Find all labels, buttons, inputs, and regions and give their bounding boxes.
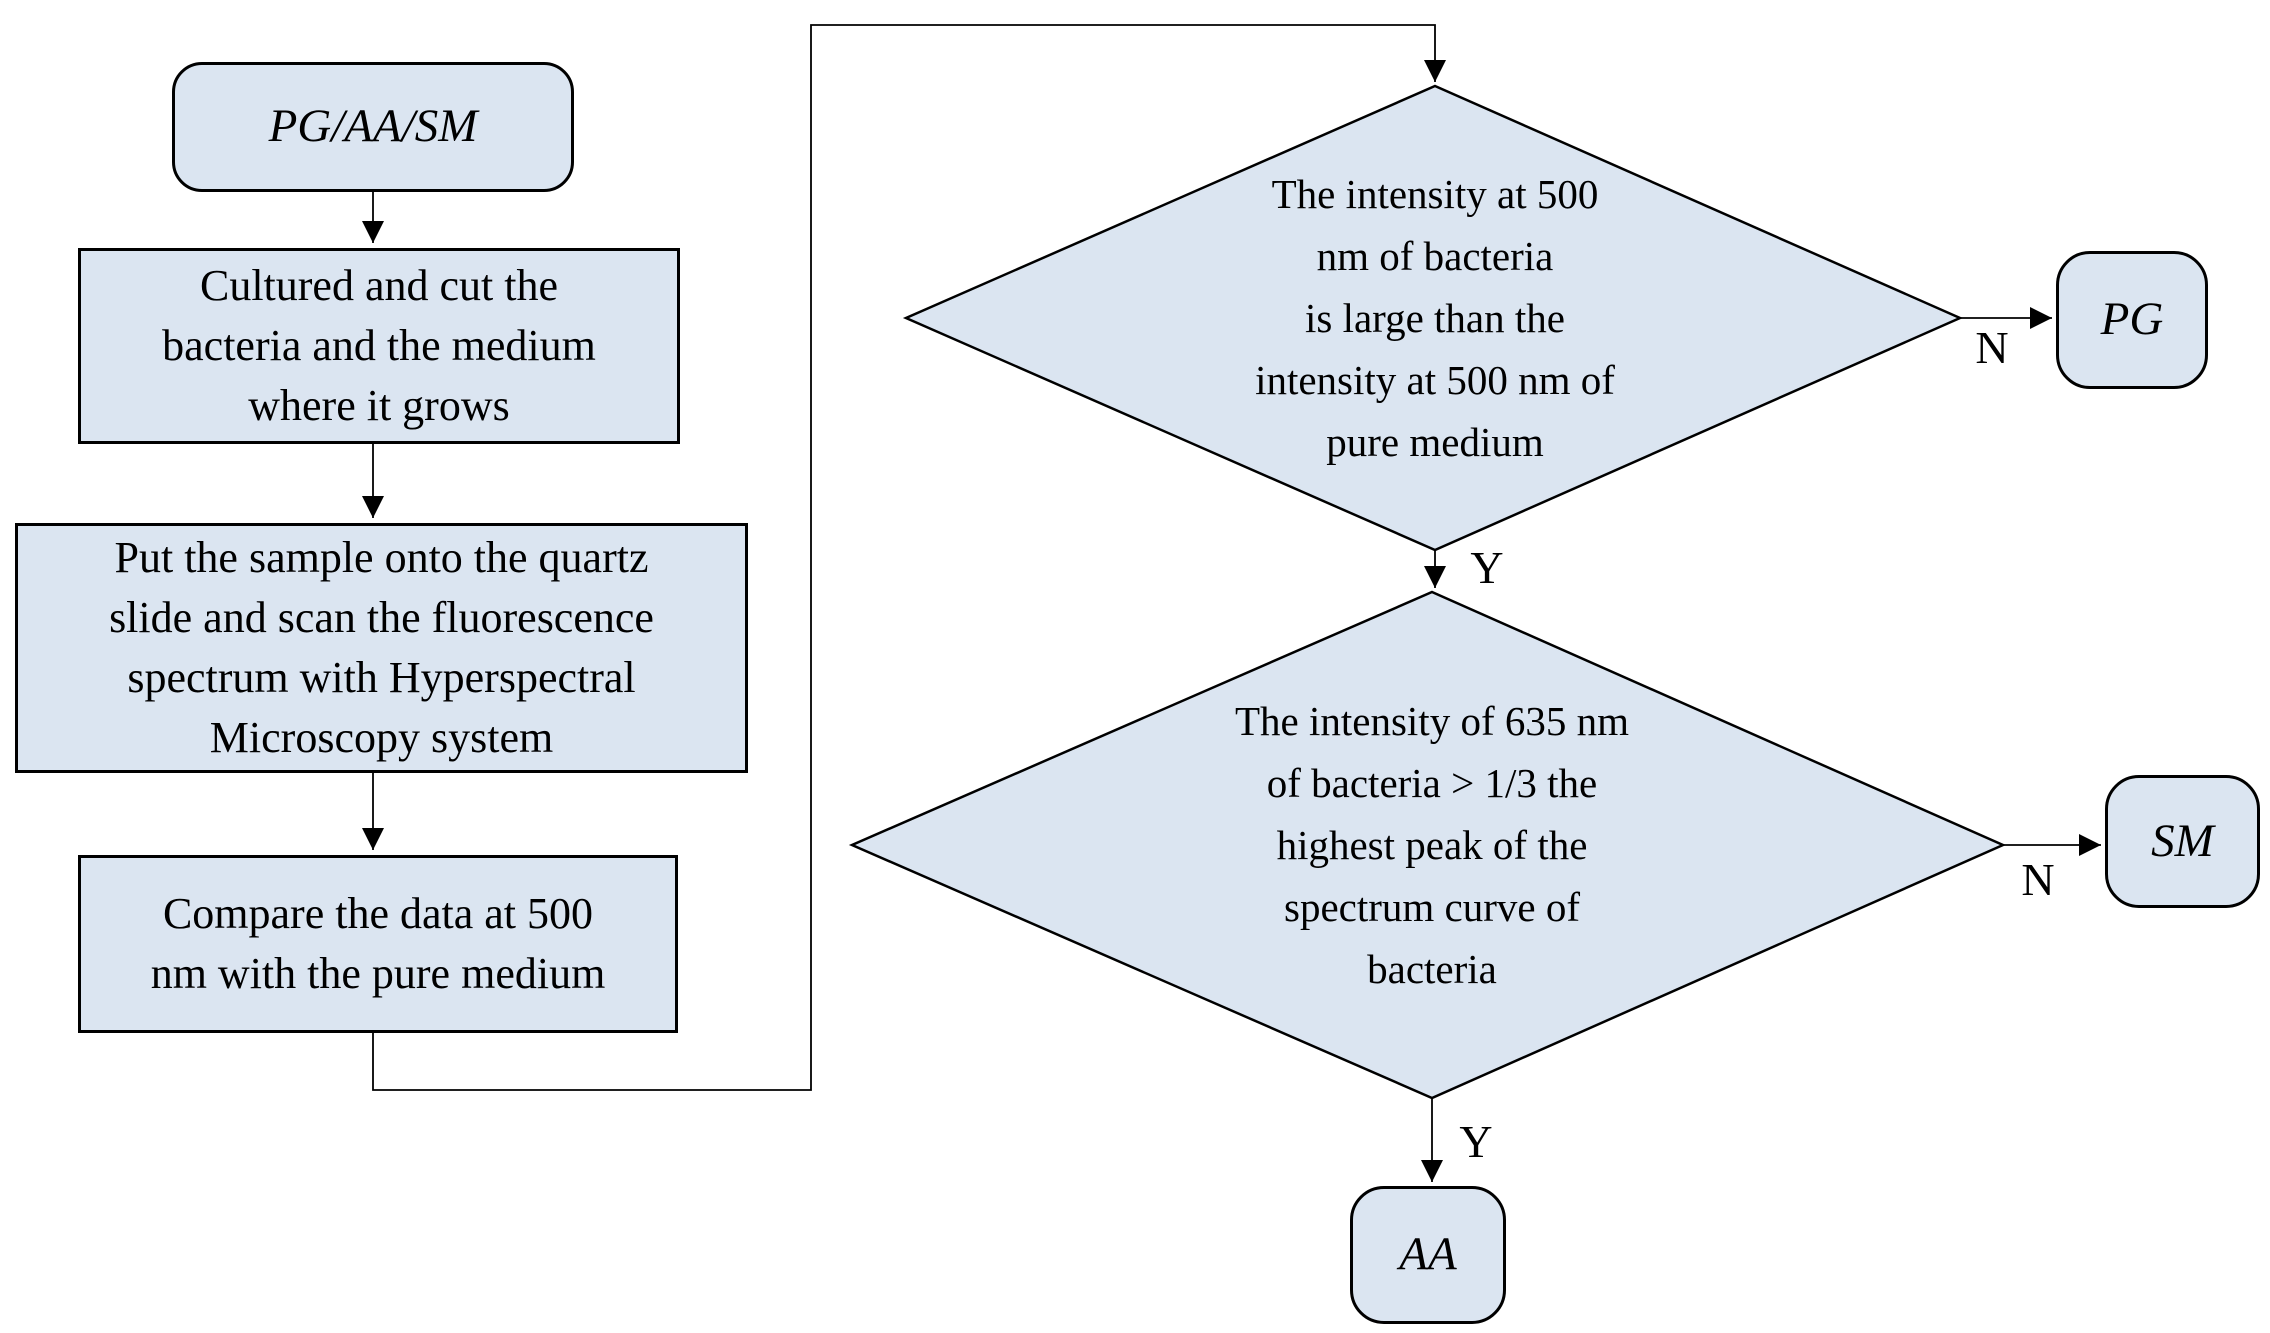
node-result-aa: AA	[1350, 1186, 1506, 1324]
decision-635nm-shape	[848, 590, 2007, 1100]
edge-label-decision2-no: N	[2021, 854, 2055, 905]
node-compare-step: Compare the data at 500 nm with the pure…	[78, 855, 678, 1033]
node-compare-step-label: Compare the data at 500 nm with the pure…	[150, 889, 606, 998]
node-result-aa-label: AA	[1399, 1228, 1457, 1281]
node-result-pg: PG	[2056, 251, 2208, 389]
edge-label-decision2-yes: Y	[1459, 1116, 1493, 1167]
node-result-pg-label: PG	[2100, 293, 2164, 346]
edge-label-decision1-yes: Y	[1470, 542, 1504, 593]
decision-500nm-shape	[902, 84, 1964, 552]
node-scan-step: Put the sample onto the quartz slide and…	[15, 523, 748, 773]
node-culture-step-label: Cultured and cut the bacteria and the me…	[162, 261, 596, 430]
node-scan-step-label: Put the sample onto the quartz slide and…	[109, 533, 654, 762]
edge-label-decision1-no: N	[1975, 322, 2009, 373]
node-culture-step: Cultured and cut the bacteria and the me…	[78, 248, 680, 444]
node-start: PG/AA/SM	[172, 62, 574, 192]
node-result-sm-label: SM	[2151, 814, 2214, 867]
node-result-sm: SM	[2105, 775, 2260, 908]
node-start-label: PG/AA/SM	[268, 100, 478, 153]
connector-step3-to-decision1	[372, 24, 1446, 1091]
